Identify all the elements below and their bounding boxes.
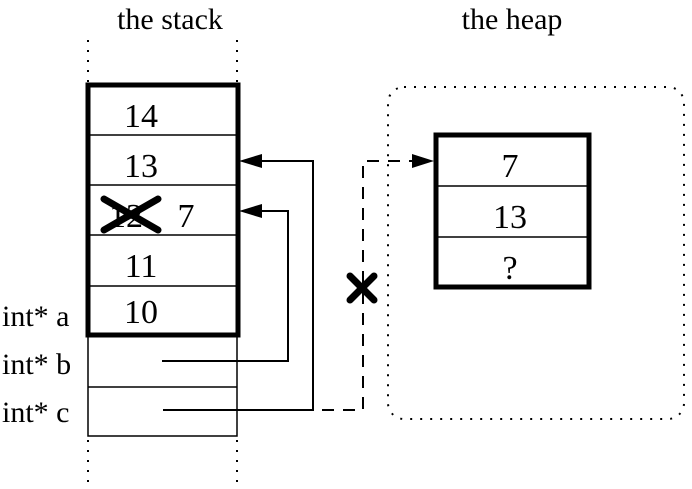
stack-cell-b-c-frame [87, 334, 238, 437]
heap-region-dotted-boundary [387, 86, 685, 420]
pointer-c-arrowhead-icon [239, 154, 262, 168]
stack-cell-value: 14 [124, 98, 158, 135]
pointer-c-arrow-line [163, 160, 314, 411]
stack-frame-box [85, 82, 241, 338]
heap-cell-value: 7 [502, 148, 519, 185]
stack-cell-value: 11 [125, 248, 158, 285]
pointer-label-c: int* c [2, 396, 70, 429]
dangling-pointer-arrowhead-icon [412, 154, 434, 168]
heap-section: the heap 7 13 ? [387, 3, 685, 420]
heap-title: the heap [462, 3, 563, 36]
pointer-b-arrowhead-icon [239, 204, 262, 218]
heap-block-box [433, 132, 592, 290]
pointer-label-b: int* b [2, 348, 71, 381]
pointer-b-arrow-line [162, 210, 289, 362]
pointer-label-a: int* a [2, 300, 70, 333]
stack-section: the stack 14 13 12 7 11 10 int* a int* b… [2, 3, 241, 488]
crossed-out-value-x-icon [100, 195, 162, 234]
heap-cell-value: ? [502, 250, 517, 287]
stack-cell-value: 13 [124, 148, 158, 185]
invalidated-pointer-x-icon [346, 272, 378, 304]
stack-title: the stack [117, 3, 223, 36]
pointer-arrows [162, 154, 434, 411]
stack-cell-value: 10 [124, 294, 158, 331]
stack-cell-new-value: 7 [178, 198, 195, 235]
heap-cell-value: 13 [493, 199, 527, 236]
